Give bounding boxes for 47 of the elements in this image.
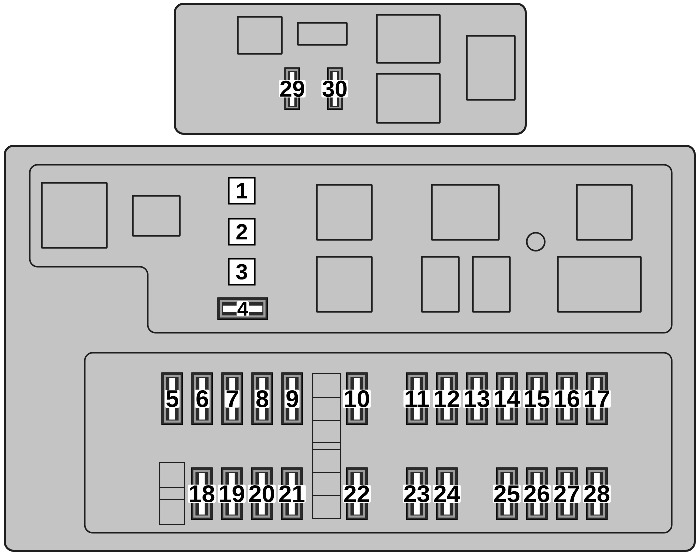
fuse: 1: [228, 177, 256, 205]
fuse: 5: [162, 372, 184, 426]
fuse: 23: [403, 468, 431, 520]
fuse: 10: [343, 372, 371, 426]
fuse: 21: [278, 468, 306, 520]
relay-slot: [472, 256, 511, 313]
relay-slot: [297, 22, 348, 46]
fuse: 12: [433, 372, 461, 426]
relay-slot: [557, 256, 642, 313]
fuse: 27: [553, 468, 581, 520]
fuse: 25: [493, 468, 521, 520]
relay-slot: [132, 195, 181, 237]
ring: [526, 232, 546, 252]
fuse: 15: [523, 372, 551, 426]
relay-slot: [376, 14, 441, 64]
fuse: 17: [583, 372, 611, 426]
fuse: 22: [343, 468, 371, 520]
fuse: 13: [463, 372, 491, 426]
relay-slot: [576, 184, 633, 241]
fuse: 4: [218, 298, 268, 320]
fuse: 26: [523, 468, 551, 520]
fuse: 6: [192, 372, 214, 426]
slot-column: [160, 462, 186, 526]
fuse: 20: [248, 468, 276, 520]
relay-slot: [376, 73, 441, 124]
relay-slot: [421, 256, 460, 313]
relay-slot: [431, 184, 500, 241]
fuse: 16: [553, 372, 581, 426]
relay-slot: [316, 256, 373, 313]
relay-slot: [316, 184, 373, 241]
fuse: 29: [279, 68, 306, 110]
fuse: 24: [433, 468, 461, 520]
fuse: 18: [188, 468, 216, 520]
fuse: 19: [218, 468, 246, 520]
relay-slot: [41, 182, 108, 249]
fuse: 28: [583, 468, 611, 520]
relay-slot: [237, 16, 283, 55]
slot-column: [312, 374, 342, 520]
fuse: 3: [228, 258, 256, 286]
fuse: 8: [252, 372, 274, 426]
fuse: 30: [322, 68, 348, 110]
relay-slot: [466, 35, 516, 101]
fuse: 2: [228, 218, 256, 246]
fuse: 14: [493, 372, 521, 426]
fuse: 9: [282, 372, 304, 426]
fuse: 7: [222, 372, 244, 426]
fuse: 11: [404, 372, 430, 426]
